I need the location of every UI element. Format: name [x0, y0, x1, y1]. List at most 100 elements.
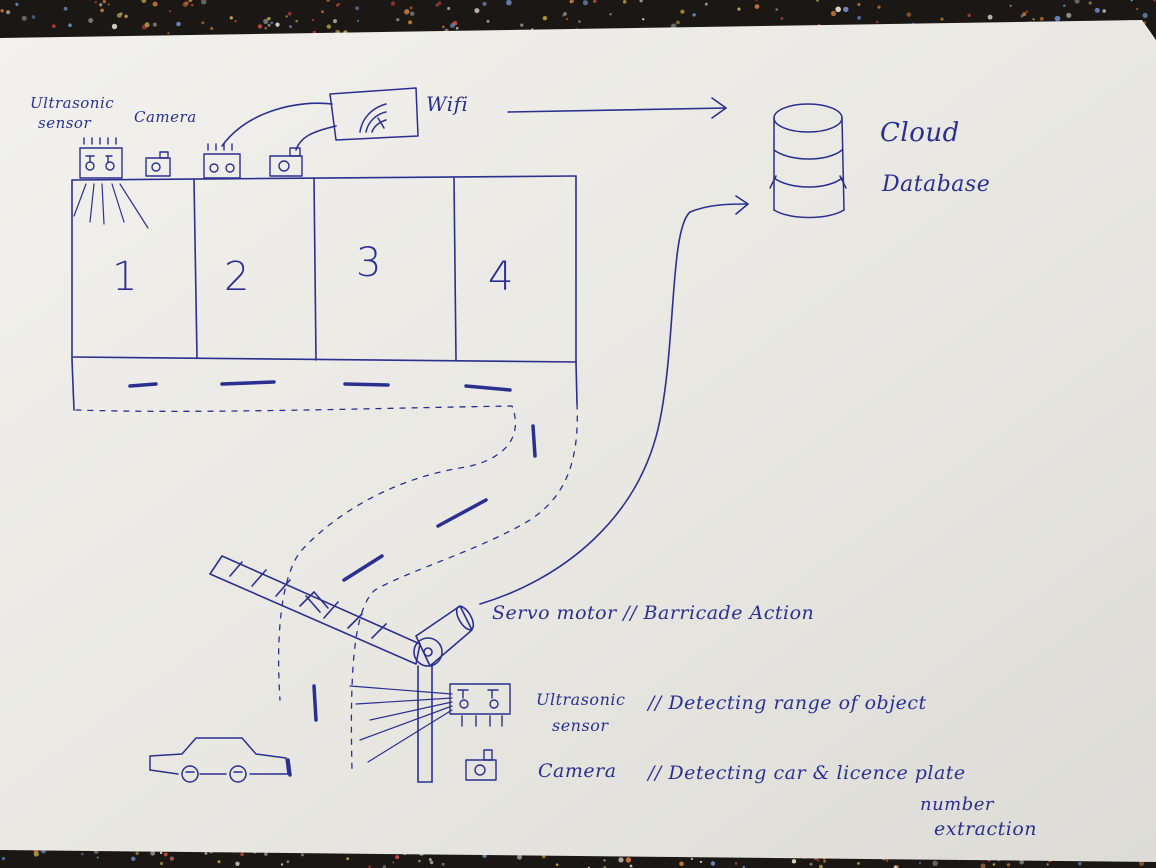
- background-speckle: [159, 861, 164, 866]
- background-speckle: [992, 863, 996, 866]
- background-speckle: [234, 19, 237, 23]
- gate-ultrasonic-label: sensor: [552, 716, 609, 735]
- background-speckle: [1046, 863, 1049, 866]
- background-speckle: [409, 6, 413, 10]
- background-speckle: [410, 11, 415, 16]
- background-speckle: [88, 18, 94, 23]
- ultrasonic-beams-top: [73, 183, 149, 229]
- background-speckle: [81, 852, 84, 856]
- background-speckle: [578, 20, 581, 23]
- background-speckle: [447, 6, 451, 11]
- slot-number: 3: [356, 240, 382, 286]
- background-speckle: [240, 852, 244, 857]
- car-icon: [149, 737, 289, 783]
- background-speckle: [603, 859, 606, 862]
- background-speckle: [21, 15, 27, 21]
- background-speckle: [1130, 0, 1133, 2]
- background-speckle: [204, 851, 208, 855]
- background-speckle: [116, 13, 122, 18]
- background-speckle: [63, 6, 68, 11]
- background-speckle: [817, 859, 820, 862]
- background-speckle: [542, 16, 548, 21]
- background-speckle: [312, 19, 315, 22]
- background-speckle: [210, 27, 214, 30]
- background-speckle: [639, 0, 643, 3]
- background-speckle: [275, 22, 280, 27]
- background-speckle: [737, 7, 741, 11]
- background-speckle: [1142, 12, 1148, 19]
- background-speckle: [967, 13, 971, 18]
- background-speckle: [625, 857, 632, 863]
- background-speckle: [896, 865, 899, 868]
- wifi-label: Wifi: [426, 92, 469, 116]
- background-speckle: [99, 3, 103, 7]
- background-speckle: [96, 856, 99, 859]
- background-speckle: [542, 854, 546, 859]
- background-speckle: [390, 1, 396, 6]
- background-speckle: [229, 16, 233, 20]
- background-speckle: [285, 15, 288, 18]
- background-speckle: [163, 852, 168, 857]
- camera-icon: [269, 147, 303, 177]
- servo-motor-label: Servo motor // Barricade Action: [492, 602, 815, 624]
- background-speckle: [506, 0, 512, 6]
- background-speckle: [355, 6, 359, 11]
- background-speckle: [830, 10, 837, 17]
- background-speckle: [754, 4, 760, 9]
- background-speckle: [876, 21, 879, 24]
- background-speckle: [326, 0, 330, 2]
- background-speckle: [482, 1, 487, 6]
- background-speckle: [680, 9, 685, 14]
- background-speckle: [201, 21, 205, 25]
- background-speckle: [31, 15, 36, 19]
- background-speckle: [940, 17, 944, 21]
- ultrasonic-sensor-label: sensor: [38, 114, 92, 132]
- cloud-label: Cloud: [880, 118, 960, 148]
- background-speckle: [267, 23, 271, 27]
- background-speckle: [1153, 0, 1156, 2]
- background-speckle: [690, 857, 694, 861]
- slot-number: 4: [488, 254, 514, 300]
- background-speckle: [176, 21, 181, 27]
- background-speckle: [144, 22, 150, 28]
- background-speckle: [1025, 10, 1029, 14]
- background-speckle: [289, 25, 292, 29]
- background-speckle: [1066, 12, 1072, 18]
- background-speckle: [182, 2, 188, 7]
- background-speckle: [906, 12, 912, 17]
- background-speckle: [33, 851, 39, 857]
- background-speckle: [429, 860, 434, 865]
- background-speckle: [1019, 859, 1024, 865]
- background-speckle: [102, 0, 106, 4]
- background-speckle: [300, 853, 304, 857]
- gate-camera-label: Camera: [538, 760, 617, 782]
- background-speckle: [629, 864, 633, 868]
- background-speckle: [474, 8, 480, 14]
- background-speckle: [107, 3, 110, 6]
- background-speckle: [565, 17, 569, 21]
- background-speckle: [980, 863, 986, 868]
- background-speckle: [168, 10, 172, 13]
- background-speckle: [857, 3, 861, 6]
- background-speckle: [15, 2, 19, 6]
- background-speckle: [280, 863, 284, 866]
- arrow-wifi-to-cloud: [507, 97, 727, 119]
- background-speckle: [395, 855, 400, 860]
- wire: [295, 125, 337, 151]
- camera-label: Camera: [134, 108, 197, 126]
- background-speckle: [321, 10, 324, 14]
- gate-camera-description: number: [920, 794, 995, 815]
- background-speckle: [679, 861, 684, 867]
- background-speckle: [428, 858, 432, 861]
- background-speckle: [517, 854, 522, 860]
- road-edges: [75, 403, 578, 771]
- database-label: Database: [882, 172, 991, 197]
- background-speckle: [408, 20, 413, 25]
- background-speckle: [150, 850, 156, 856]
- ultrasonic-sensor-icon: [449, 683, 511, 727]
- background-speckle: [780, 17, 784, 20]
- background-speckle: [742, 865, 745, 868]
- background-speckle: [68, 23, 72, 28]
- background-speckle: [987, 14, 993, 20]
- ultrasonic-beams-gate: [349, 685, 453, 763]
